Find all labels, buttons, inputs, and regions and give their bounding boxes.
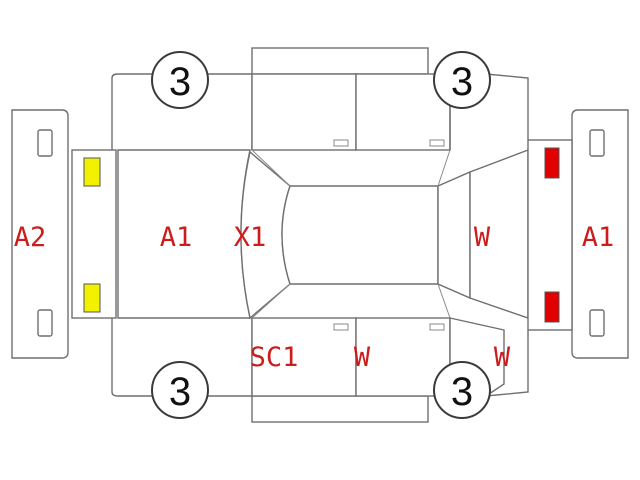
rear-bumper-code: A1 (582, 222, 615, 253)
wheel-front-right[interactable]: 3 (151, 361, 209, 419)
wheel-front-right-count: 3 (169, 370, 191, 414)
upper-roof-rail[interactable] (251, 47, 429, 75)
upper-front-door[interactable] (251, 73, 357, 151)
wheel-front-left[interactable]: 3 (151, 51, 209, 109)
front-bumper[interactable] (11, 109, 69, 359)
hood-code: A1 (160, 222, 193, 253)
lower-side-sill[interactable] (251, 395, 429, 423)
front-lamp-panel[interactable] (71, 149, 117, 319)
wheel-rear-right-count: 3 (451, 370, 473, 414)
rear-lamp-right (544, 291, 560, 323)
wheel-rear-left-count: 3 (451, 60, 473, 104)
wheel-rear-right[interactable]: 3 (433, 361, 491, 419)
left-rear-quarter-code: W (494, 342, 511, 373)
upper-side-profile (111, 47, 529, 187)
upper-rear-door[interactable] (355, 73, 451, 151)
rear-glass-code: W (474, 222, 491, 253)
rear-lamp-panel[interactable] (527, 139, 573, 331)
rear-glass[interactable] (437, 170, 471, 300)
rear-bumper[interactable] (571, 109, 629, 359)
front-bumper-code: A2 (14, 222, 47, 253)
windshield-code: X1 (234, 222, 267, 253)
left-rear-door-code: W (354, 342, 371, 373)
roof-panel[interactable] (281, 185, 439, 285)
wheel-rear-left[interactable]: 3 (433, 51, 491, 109)
left-side-sill-code: SC1 (250, 342, 299, 373)
front-lamp-left (83, 157, 101, 187)
wheel-front-left-count: 3 (169, 60, 191, 104)
front-lamp-right (83, 283, 101, 313)
rear-lamp-left (544, 147, 560, 179)
lower-front-door[interactable] (251, 317, 357, 397)
